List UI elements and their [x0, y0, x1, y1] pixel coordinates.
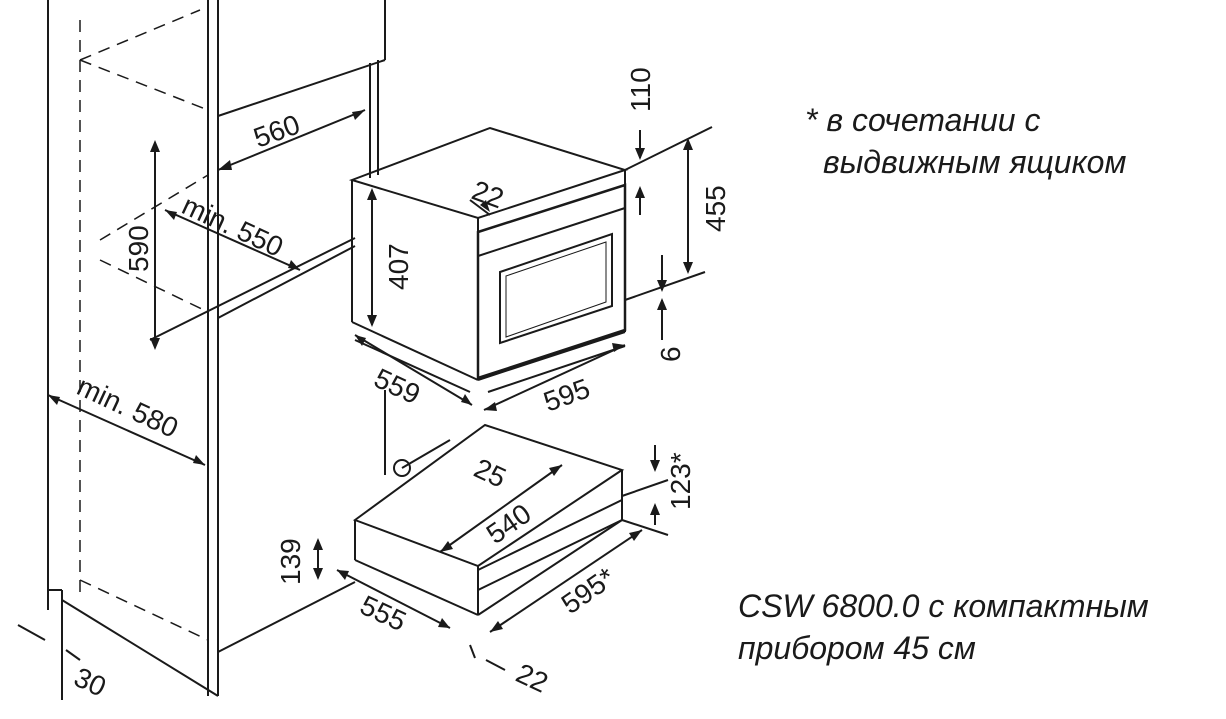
note-drawer-combination: * в сочетании с выдвижным ящиком — [805, 100, 1126, 183]
label-407: 407 — [383, 243, 414, 290]
note-top-line2: выдвижным ящиком — [823, 143, 1127, 180]
drawer-top-face — [352, 423, 625, 568]
label-559: 559 — [369, 362, 424, 410]
label-455: 455 — [700, 185, 731, 232]
dim-line-560 — [217, 109, 366, 171]
dim-line-540 — [439, 464, 563, 553]
dim-line-595star — [489, 529, 643, 633]
label-595: 595 — [539, 373, 594, 418]
label-min580: min. 580 — [72, 370, 182, 443]
label-30: 30 — [69, 661, 110, 702]
note-bottom-line2: прибором 45 см — [738, 629, 976, 666]
label-555: 555 — [355, 589, 410, 637]
label-540: 540 — [481, 498, 537, 550]
label-110: 110 — [625, 67, 656, 112]
label-595-star: 595* — [556, 561, 621, 619]
note-compact-device: CSW 6800.0 с компактным прибором 45 см — [738, 586, 1149, 669]
dim-line-559 — [354, 334, 473, 406]
dim-line-min580 — [47, 394, 206, 466]
oven-window — [499, 232, 613, 345]
dim-line-min550 — [164, 209, 301, 271]
label-25: 25 — [469, 452, 510, 493]
note-top-line1: * в сочетании с — [805, 102, 1041, 138]
label-22-bottom: 22 — [511, 657, 552, 698]
label-139: 139 — [275, 538, 306, 585]
label-22-top: 22 — [468, 175, 508, 215]
label-min550: min. 550 — [177, 189, 287, 262]
label-560: 560 — [249, 109, 304, 154]
label-6: 6 — [655, 346, 686, 362]
label-590: 590 — [123, 225, 154, 272]
oven-niche-line — [354, 339, 471, 393]
dim-line-595 — [483, 344, 626, 411]
label-123-star: 123* — [665, 452, 696, 510]
oven-door — [476, 183, 627, 380]
dim-line-555 — [336, 569, 451, 629]
note-bottom-line1: CSW 6800.0 с компактным — [738, 588, 1149, 624]
